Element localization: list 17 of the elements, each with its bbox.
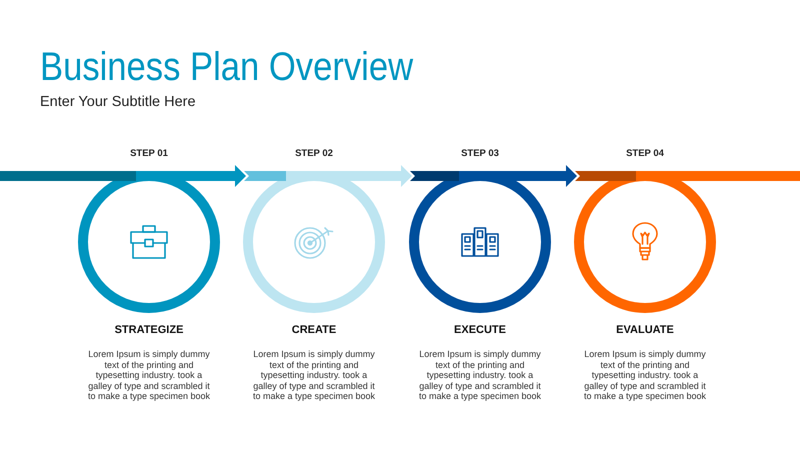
title: Business Plan Overview xyxy=(40,47,414,87)
arrow xyxy=(234,165,246,187)
step-description: Lorem Ipsum is simply dummy text of the printing and typesetting industry. took a galley of type and scrambled it to make a type specimen book xyxy=(418,349,542,402)
step-label: STEP 02 xyxy=(294,149,334,159)
subtitle: Enter Your Subtitle Here xyxy=(40,95,196,110)
step-description: Lorem Ipsum is simply dummy text of the printing and typesetting industry. took a galley of type and scrambled it to make a type specimen book xyxy=(86,349,212,402)
step-heading: EXECUTE xyxy=(453,325,507,336)
step-heading: EVALUATE xyxy=(615,325,675,336)
step-description: Lorem Ipsum is simply dummy text of the printing and typesetting industry. took a galley of type and scrambled it to make a type specimen book xyxy=(252,349,376,402)
step-label: STEP 04 xyxy=(625,149,665,159)
step-label: STEP 03 xyxy=(460,149,500,159)
arrow xyxy=(565,165,577,187)
arrow xyxy=(400,165,412,187)
step-heading: CREATE xyxy=(290,325,338,336)
step-heading: STRATEGIZE xyxy=(114,325,184,336)
step-description: Lorem Ipsum is simply dummy text of the printing and typesetting industry. took a galley of type and scrambled it to make a type specimen book xyxy=(582,349,708,402)
step-label: STEP 01 xyxy=(129,149,169,159)
